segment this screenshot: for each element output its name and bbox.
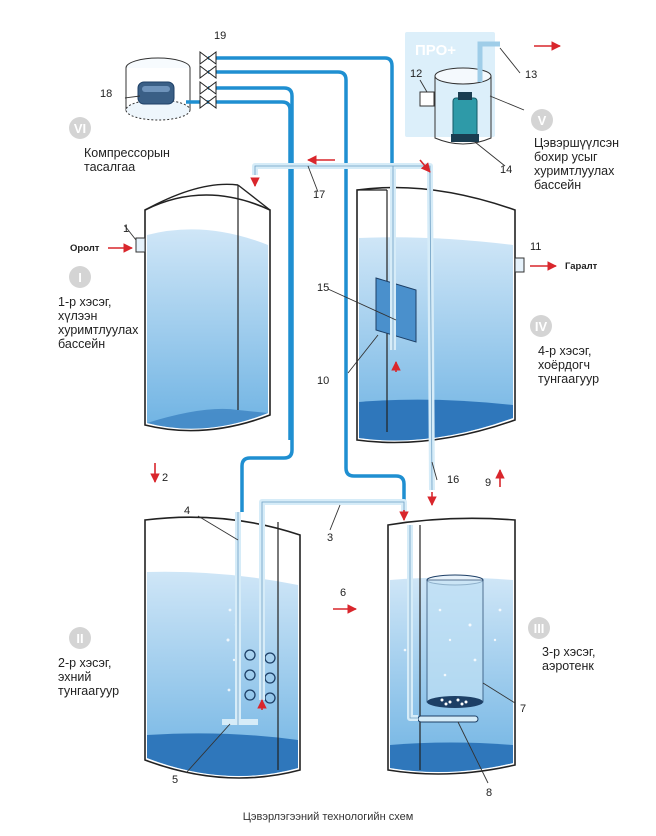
callout-2: 2 xyxy=(162,472,168,484)
leader-lines xyxy=(124,47,525,784)
tank-aerotank xyxy=(387,517,516,775)
section-v-line3: хуримтлуулах xyxy=(534,164,615,178)
callout-8: 8 xyxy=(486,787,492,799)
section-i-line4: бассейн xyxy=(58,337,105,351)
callout-4: 4 xyxy=(184,505,190,517)
roman-ii: II xyxy=(76,631,83,646)
section-iv-line3: тунгаагуур xyxy=(538,372,599,386)
callout-18: 18 xyxy=(100,88,112,100)
section-labels: Компрессорын тасалгаа 1-р хэсэг, хүлээн … xyxy=(58,136,619,698)
inlet-label: Оролт xyxy=(70,243,100,254)
section-vi-line2: тасалгаа xyxy=(84,160,135,174)
section-iii-line1: 3-р хэсэг, xyxy=(542,645,595,659)
callout-1: 1 xyxy=(123,223,129,235)
compressor-icon xyxy=(137,81,175,105)
roman-iii: III xyxy=(534,621,545,636)
roman-iv: IV xyxy=(535,319,548,334)
callout-6: 6 xyxy=(340,587,346,599)
pump-icon xyxy=(451,92,479,142)
roman-i: I xyxy=(78,270,82,285)
section-badges: VI I II III IV V xyxy=(69,109,553,649)
callout-5: 5 xyxy=(172,774,178,786)
section-v-line4: бассейн xyxy=(534,178,581,192)
roman-v: V xyxy=(538,113,547,128)
section-i-line1: 1-р хэсэг, xyxy=(58,295,111,309)
tank-receiving-basin xyxy=(135,183,271,432)
section-i-line2: хүлээн xyxy=(58,309,98,323)
diagram-caption: Цэвэрлэгээний технологийн схем xyxy=(243,811,414,823)
callout-10: 10 xyxy=(317,375,329,387)
callout-14: 14 xyxy=(500,164,512,176)
section-ii-line1: 2-р хэсэг, xyxy=(58,656,111,670)
section-ii-line3: тунгаагуур xyxy=(58,684,119,698)
valve-icon xyxy=(199,51,217,109)
section-v-line2: бохир усыг xyxy=(534,150,598,164)
section-iv-line1: 4-р хэсэг, xyxy=(538,344,591,358)
callout-12: 12 xyxy=(410,68,422,80)
callout-7: 7 xyxy=(520,703,526,715)
air-pipes xyxy=(186,56,406,512)
callout-16: 16 xyxy=(447,474,459,486)
callout-numbers: 1 2 3 4 5 6 7 8 9 10 11 12 13 14 15 16 1… xyxy=(100,30,541,799)
callout-13: 13 xyxy=(525,69,537,81)
section-ii-line2: эхний xyxy=(58,670,91,684)
callout-9: 9 xyxy=(485,477,491,489)
section-iii-line2: аэротенк xyxy=(542,659,594,673)
callout-17: 17 xyxy=(313,189,325,201)
section-i-line3: хуримтлуулах xyxy=(58,323,139,337)
section-vi-line1: Компрессорын xyxy=(84,146,170,160)
tank-primary-settler xyxy=(144,516,301,779)
compressor-room xyxy=(125,57,191,121)
pro-option-box xyxy=(405,32,500,145)
callout-3: 3 xyxy=(327,532,333,544)
flow-arrow-icon xyxy=(108,41,561,710)
callout-15: 15 xyxy=(317,282,329,294)
tank-secondary-settler xyxy=(356,186,525,444)
roman-vi: VI xyxy=(74,121,86,136)
callout-19: 19 xyxy=(214,30,226,42)
section-iv-line2: хоёрдогч xyxy=(538,358,590,372)
callout-11: 11 xyxy=(530,241,541,253)
outlet-label: Гаралт xyxy=(565,261,598,272)
pro-badge: ПРО+ xyxy=(415,42,456,59)
section-v-line1: Цэвэршүүлсэн xyxy=(534,136,619,150)
